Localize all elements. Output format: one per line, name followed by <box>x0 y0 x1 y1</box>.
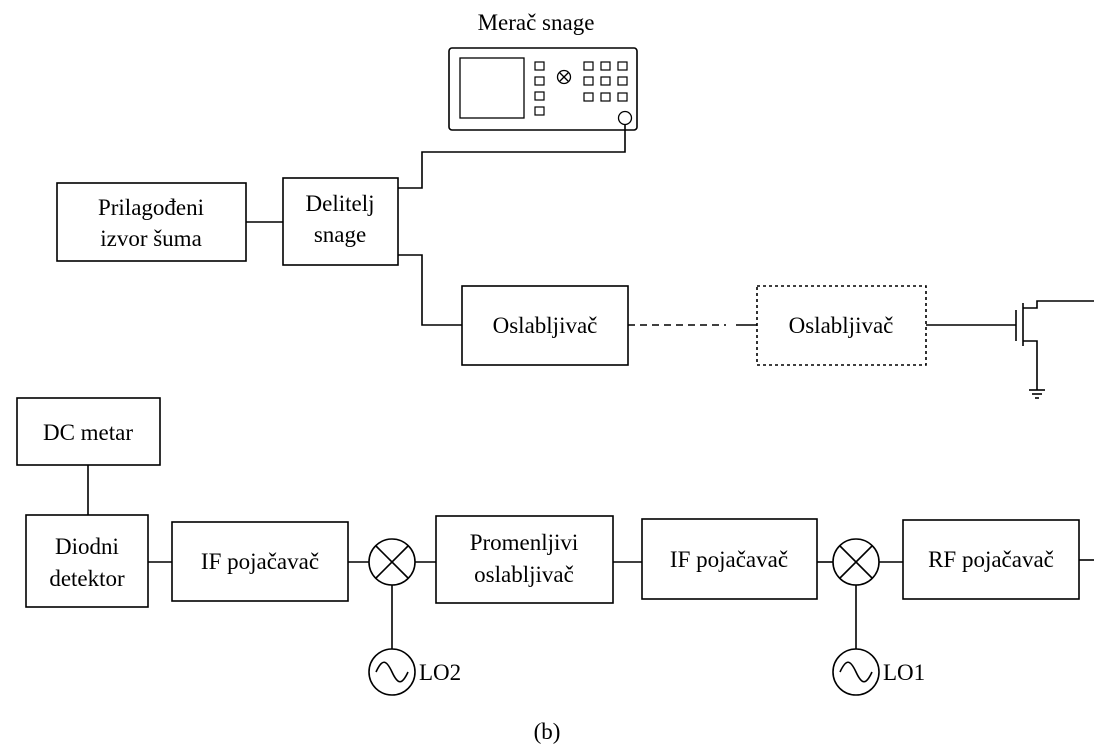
mixer-2-icon <box>368 538 416 586</box>
diode-detector-block: Diodni detektor <box>25 514 149 608</box>
lo1-oscillator-icon <box>832 648 880 696</box>
lo1-label: LO1 <box>883 660 925 685</box>
power-divider-label-line2: snage <box>314 222 366 247</box>
ground-icon <box>1029 389 1045 399</box>
lo2-oscillator-icon <box>368 648 416 696</box>
attenuator-block: Oslabljivač <box>461 285 629 366</box>
attenuator-optional-label: Oslabljivač <box>789 313 894 338</box>
rf-amplifier-block: RF pojačavač <box>902 519 1080 600</box>
power-divider-block: Delitelj snage <box>282 177 399 266</box>
if-amplifier-2-block: IF pojačavač <box>641 518 818 600</box>
dc-meter-block: DC metar <box>16 397 161 466</box>
meter-knob-icon <box>556 69 572 85</box>
figure-caption: (b) <box>534 719 561 744</box>
meter-buttons-left <box>534 61 545 116</box>
rf-amplifier-label: RF pojačavač <box>928 547 1054 572</box>
power-meter-instrument <box>448 47 638 131</box>
noise-source-label-line1: Prilagođeni <box>98 195 204 220</box>
transistor-dut-icon <box>1015 300 1094 399</box>
noise-source-label-line2: izvor šuma <box>100 226 202 251</box>
if-amplifier-1-label: IF pojačavač <box>201 549 319 574</box>
lo2-label: LO2 <box>419 660 461 685</box>
if-amplifier-1-block: IF pojačavač <box>171 521 349 602</box>
mixer-1-icon <box>832 538 880 586</box>
matched-noise-source-block: Prilagođeni izvor šuma <box>56 182 247 262</box>
if-amplifier-2-label: IF pojačavač <box>670 547 788 572</box>
wire-divider-to-attenuator <box>398 254 462 326</box>
power-divider-label-line1: Delitelj <box>306 191 375 216</box>
power-meter-label: Merač snage <box>478 10 595 35</box>
meter-buttons-right <box>583 61 628 102</box>
wire-meter-to-divider <box>398 124 626 189</box>
dc-meter-label: DC metar <box>43 420 133 445</box>
variable-attenuator-block: Promenljivi oslabljivač <box>435 515 614 604</box>
attenuator-optional-block: Oslabljivač <box>756 285 927 366</box>
variable-attenuator-label-line2: oslabljivač <box>474 562 574 587</box>
diode-detector-label-line2: detektor <box>49 566 125 591</box>
diode-detector-label-line1: Diodni <box>55 534 119 559</box>
variable-attenuator-label-line1: Promenljivi <box>470 530 579 555</box>
attenuator-label: Oslabljivač <box>493 313 598 338</box>
